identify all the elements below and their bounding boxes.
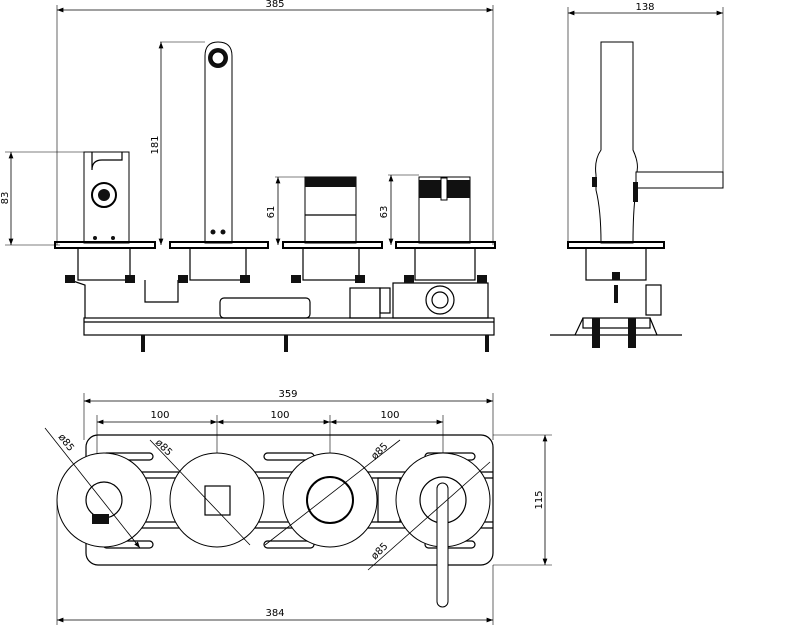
spout-side [595,41,638,244]
dim-spacing-3: 100 [380,410,399,421]
dim-diameter-3: ø85 [369,441,390,462]
dim-depth: 138 [635,2,654,13]
dim-spout-height: 181 [150,135,161,154]
dim-plate-height: 115 [534,490,545,509]
dim-knob1-height: 61 [266,206,277,219]
rosette-spout [169,452,265,548]
dim-spacing-2: 100 [270,410,289,421]
dim-diameter-1: ø85 [56,432,76,454]
spout [204,41,233,244]
rosette-handshower [56,452,152,548]
dim-overall-width-plan: 384 [265,608,284,619]
dim-handshower-height: 83 [0,192,11,205]
dim-plate-width: 359 [278,389,297,400]
dim-diameter-2: ø85 [153,437,174,458]
dim-overall-width: 385 [265,0,284,10]
mounting-rail [83,317,495,336]
rosette-diverter [282,452,378,548]
dim-spacing-1: 100 [150,410,169,421]
mixer-lever [436,482,449,608]
side-view: 138 [550,2,724,348]
dim-knob2-height: 63 [379,206,390,219]
plan-view: 359 100 100 100 [44,389,552,625]
front-view: 385 83 181 61 63 [0,0,496,352]
hose-connector [91,182,117,208]
spout-outlet-arm [635,171,724,189]
dim-diameter-4: ø85 [369,541,390,562]
